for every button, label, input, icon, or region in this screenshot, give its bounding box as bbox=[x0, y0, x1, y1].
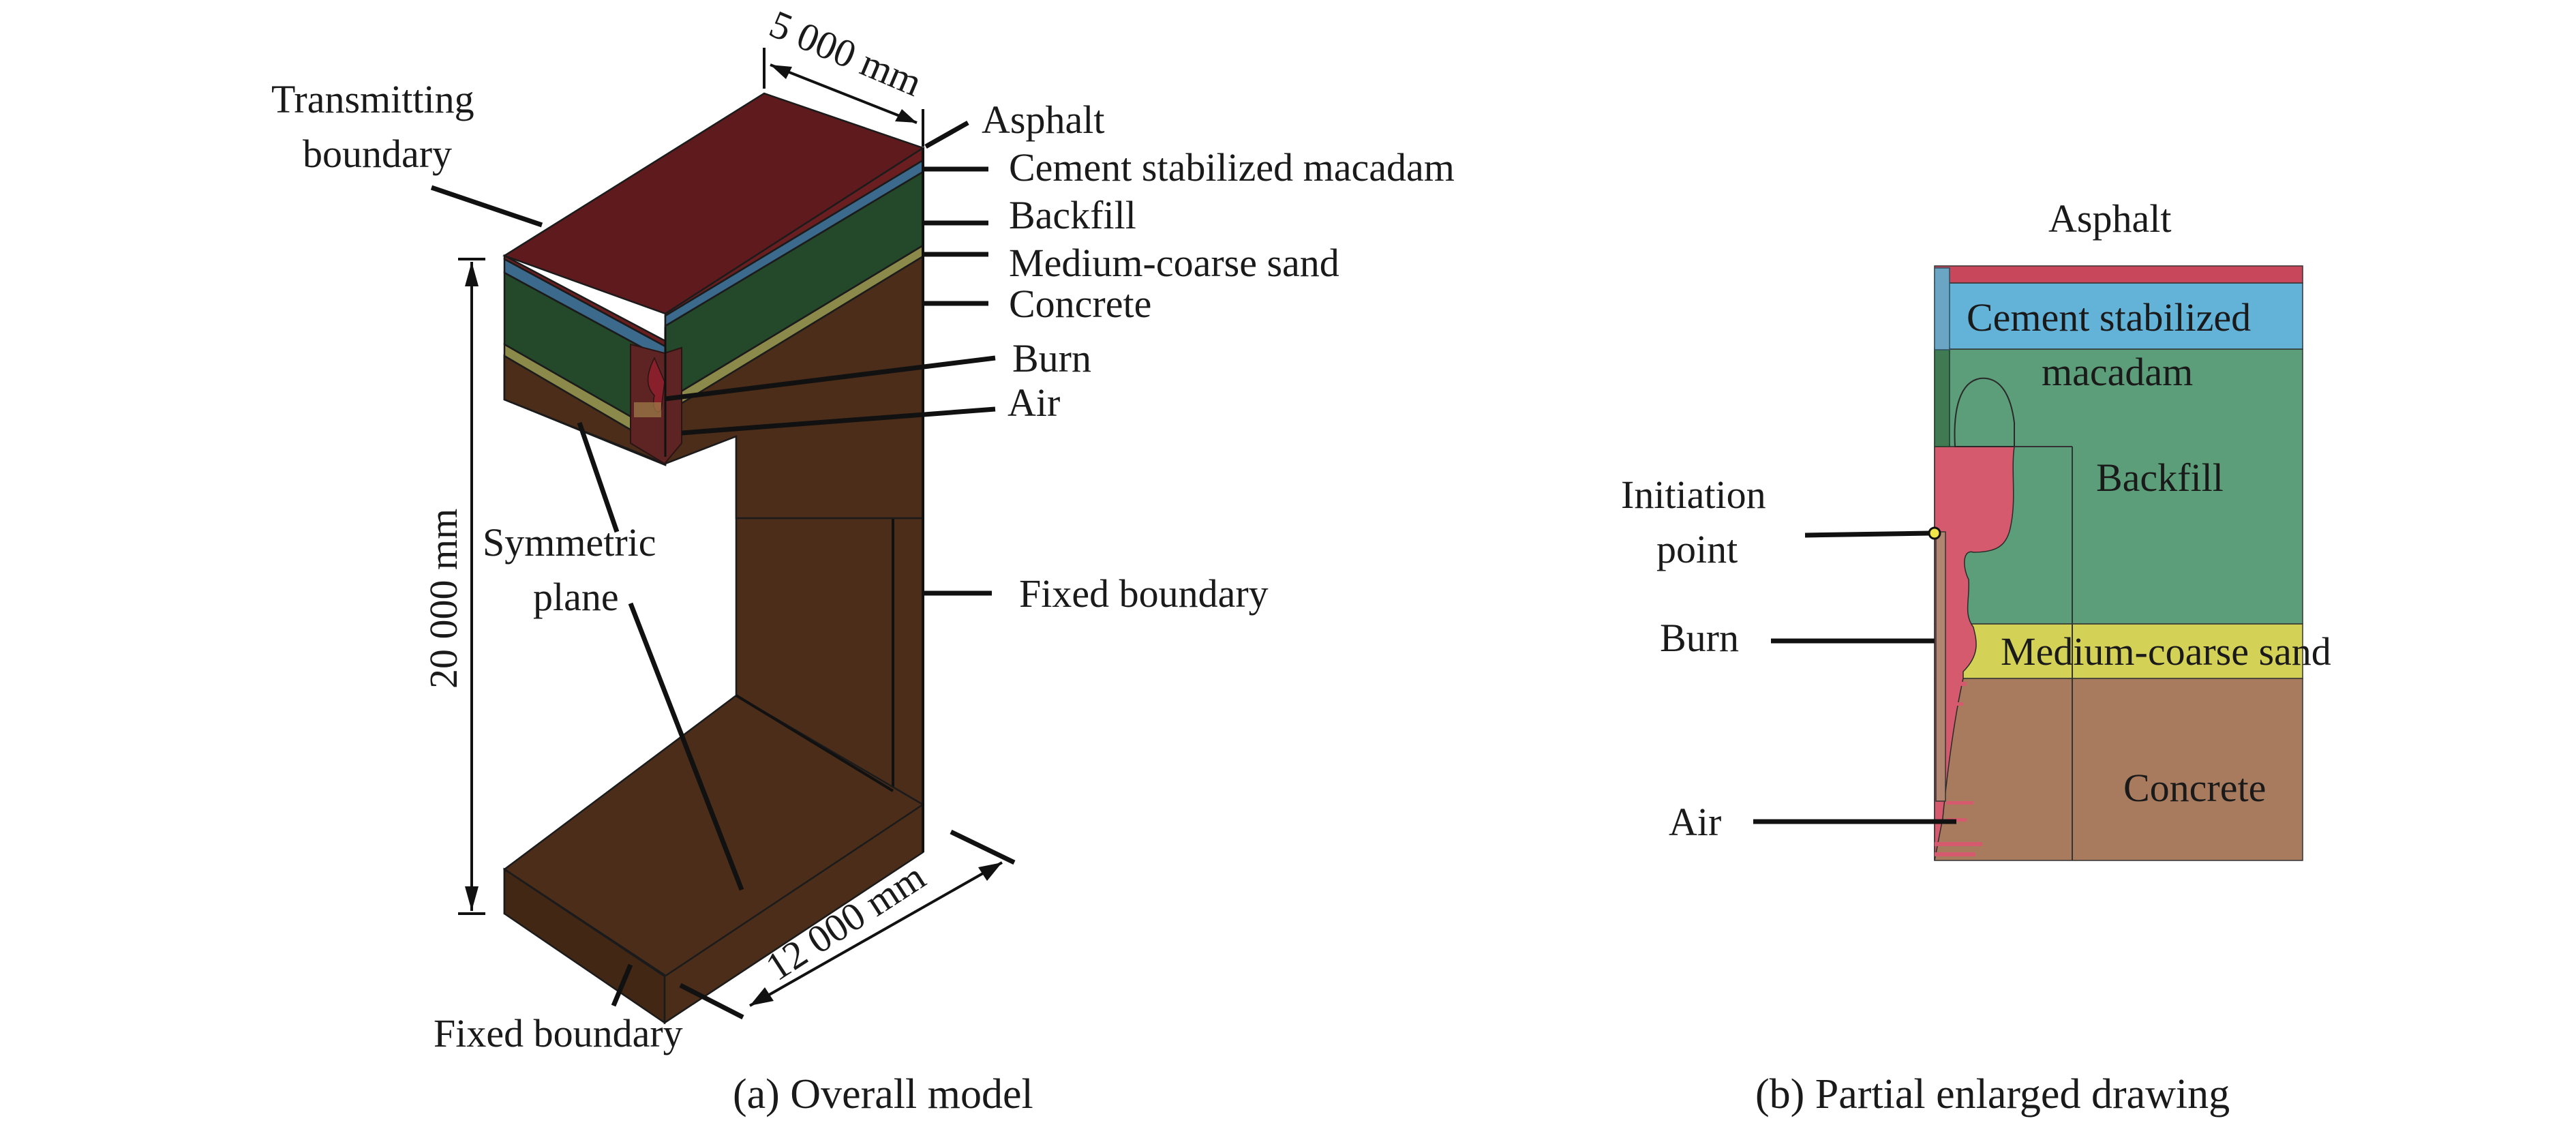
label-transmitting-1: Transmitting bbox=[271, 77, 474, 121]
label-b-concrete: Concrete bbox=[2123, 766, 2266, 810]
label-sand: Medium-coarse sand bbox=[1009, 241, 1339, 285]
air-speckle bbox=[634, 402, 661, 417]
burn-contour-upper bbox=[1954, 377, 2015, 447]
label-transmitting-2: boundary bbox=[303, 132, 452, 176]
leader-asphalt bbox=[924, 120, 969, 149]
label-air: Air bbox=[1007, 380, 1060, 425]
label-b-backfill: Backfill bbox=[2096, 455, 2224, 500]
layer-asphalt bbox=[1934, 265, 2303, 284]
label-symmetric-2: plane bbox=[533, 575, 619, 619]
initiation-point-marker bbox=[1928, 526, 1941, 540]
label-cement: Cement stabilized macadam bbox=[1009, 145, 1455, 190]
label-b-cement-1: Cement stabilized bbox=[1967, 295, 2251, 340]
leader-air bbox=[681, 406, 996, 436]
leader-symmetric-lower bbox=[628, 602, 744, 891]
labels-a: Transmitting boundary Asphalt Cement sta… bbox=[271, 77, 1455, 1055]
label-backfill: Backfill bbox=[1009, 193, 1136, 237]
label-asphalt: Asphalt bbox=[982, 97, 1104, 142]
dimension-height-label: 20 000 mm bbox=[421, 509, 466, 689]
label-fixed-bottom: Fixed boundary bbox=[434, 1011, 683, 1055]
label-b-cement-2: macadam bbox=[2042, 350, 2193, 394]
label-b-initiation-1: Initiation bbox=[1621, 472, 1766, 517]
layer-sand bbox=[1934, 623, 2303, 679]
dimension-height: 20 000 mm bbox=[421, 258, 485, 915]
label-fixed-right: Fixed boundary bbox=[1019, 571, 1269, 616]
label-b-sand: Medium-coarse sand bbox=[2001, 629, 2331, 674]
charge-column bbox=[1934, 347, 1950, 447]
labels-b: Asphalt Cement stabilized macadam Backfi… bbox=[1621, 196, 2331, 844]
caption-b: (b) Partial enlarged drawing bbox=[1755, 1071, 2230, 1118]
burn-strip bbox=[1935, 531, 1946, 802]
label-burn: Burn bbox=[1012, 336, 1091, 380]
layer-concrete bbox=[1934, 678, 2303, 861]
label-b-air: Air bbox=[1669, 800, 1721, 844]
leader-burn bbox=[665, 355, 996, 402]
dimension-width-label: 5 000 mm bbox=[763, 1, 928, 105]
charge-column-top bbox=[1934, 267, 1950, 350]
leader-symmetric-upper bbox=[577, 421, 620, 533]
burn-region-b bbox=[1934, 446, 2015, 861]
leader-transmitting bbox=[430, 185, 543, 228]
label-b-initiation-2: point bbox=[1656, 527, 1738, 571]
label-b-burn: Burn bbox=[1660, 616, 1739, 660]
label-b-asphalt: Asphalt bbox=[2048, 196, 2171, 241]
label-concrete: Concrete bbox=[1009, 282, 1151, 326]
partial-enlarged-drawing bbox=[1928, 265, 2303, 861]
leader-fixed-bottom bbox=[611, 963, 633, 1007]
leader-b-initiation bbox=[1804, 530, 1930, 538]
caption-a: (a) Overall model bbox=[733, 1071, 1033, 1118]
label-symmetric-1: Symmetric bbox=[483, 520, 656, 565]
layer-cement bbox=[1934, 282, 2303, 350]
base-slab-inner-edge bbox=[735, 694, 894, 792]
